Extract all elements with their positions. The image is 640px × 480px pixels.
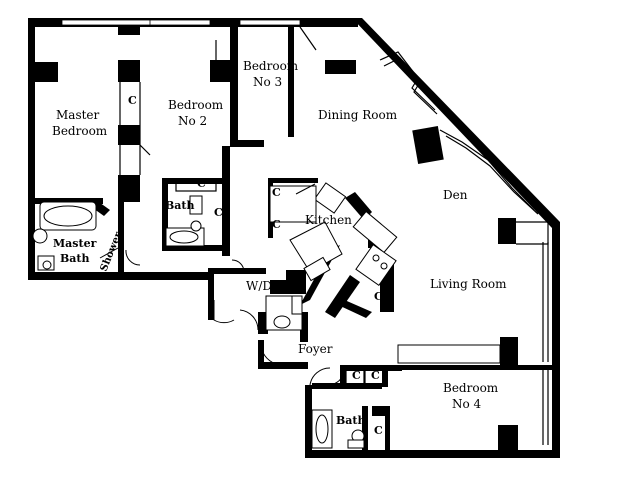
closet-label: C [214, 206, 223, 219]
closet-label: C [197, 177, 206, 190]
bedroom-3-label-2: No 3 [253, 75, 282, 89]
bedroom-4-label-1: Bedroom [443, 381, 499, 395]
doors [99, 247, 346, 386]
closet-label: C [374, 424, 383, 437]
bath-fixtures [32, 195, 365, 449]
closet-label: C [374, 290, 383, 303]
foyer-label: Foyer [298, 342, 333, 356]
living-room-label: Living Room [430, 277, 507, 291]
right-window [498, 218, 549, 450]
closet-boxes [175, 178, 384, 385]
master-bedroom-label-2: Bedroom [52, 124, 108, 138]
interior-walls [30, 26, 402, 450]
counters [269, 182, 501, 364]
closet-label: C [371, 369, 380, 382]
master-bath-label-1: Master [53, 237, 97, 250]
master-bedroom-label-1: Master [56, 108, 100, 122]
master-bath-label-2: Bath [60, 252, 90, 265]
closet-label: C [128, 94, 137, 107]
den-label: Den [443, 188, 468, 202]
bath-4-label: Bath [336, 414, 366, 427]
wd-label: W/D [246, 279, 272, 293]
bedroom-4-label-2: No 4 [452, 397, 482, 411]
dining-room-label: Dining Room [318, 108, 398, 122]
closet-labels: C C C C C C C C C C [128, 94, 383, 437]
bedroom-2-label-2: No 2 [178, 114, 207, 128]
kitchen-label: Kitchen [305, 213, 352, 227]
bath-2-label: Bath [165, 199, 195, 212]
closet-label: C [128, 135, 137, 148]
room-labels: Master Bedroom Bedroom No 2 Bedroom No 3… [52, 59, 507, 427]
closet-label: C [352, 369, 361, 382]
bedroom-3-label-1: Bedroom [243, 59, 299, 73]
exterior-walls [28, 18, 560, 458]
bedroom-2-label-1: Bedroom [168, 98, 224, 112]
window-bays [379, 51, 539, 215]
closet-label: C [272, 218, 281, 231]
closet-label: C [272, 186, 281, 199]
